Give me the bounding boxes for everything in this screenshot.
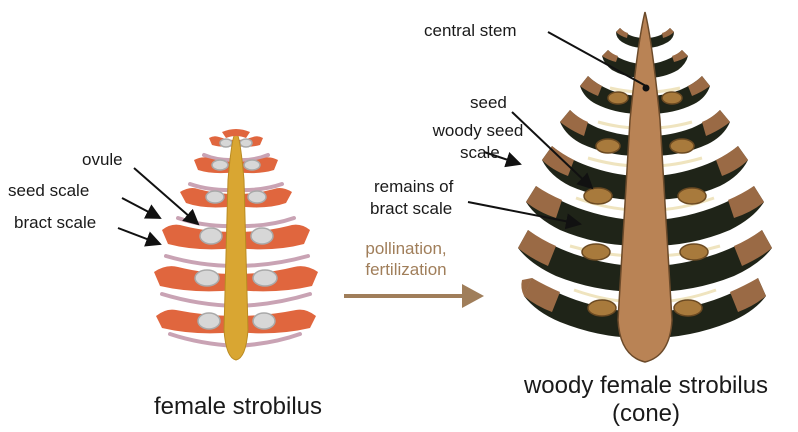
female-strobilus (154, 129, 318, 360)
label-woody-seed-scale-1: woody seed (432, 121, 524, 140)
label-central-stem: central stem (424, 21, 517, 40)
label-ovule: ovule (82, 150, 123, 169)
label-fertilization: fertilization (365, 260, 446, 279)
label-remains-2: bract scale (370, 199, 452, 218)
label-remains-1: remains of (374, 177, 454, 196)
woody-cone (518, 12, 772, 362)
label-seed-scale: seed scale (8, 181, 89, 200)
title-female-strobilus: female strobilus (154, 393, 322, 420)
title-woody-female-strobilus: woody female strobilus (523, 372, 768, 399)
process-arrow (344, 284, 484, 308)
label-pollination: pollination, (365, 239, 446, 258)
label-seed: seed (470, 93, 507, 112)
label-bract-scale: bract scale (14, 213, 96, 232)
title-cone: (cone) (612, 400, 680, 427)
label-woody-seed-scale-2: scale (460, 143, 500, 162)
